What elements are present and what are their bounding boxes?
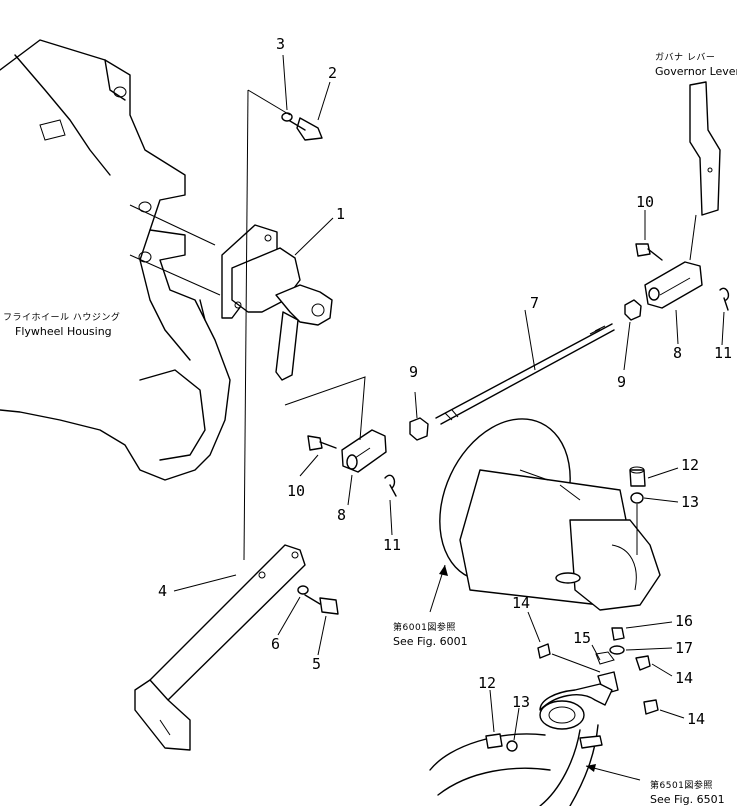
clevis-8-right [644,261,703,309]
cap-12-upper [629,466,646,487]
washer-3 [281,112,293,122]
bracket-4 [134,544,306,751]
leader-line [524,309,536,371]
elbow-14-left [527,611,601,673]
leader-line [247,89,291,116]
governor-lever-caption-jp: ガバナ レバー [655,53,716,63]
callout-9-left: 9 [409,363,419,381]
bracket-1 [221,224,333,381]
leader-line [173,574,237,592]
leader-line [282,54,288,111]
see-fig-6501-caption: 第6501図参照 See Fig. 6501 [650,780,725,806]
leader-line [284,376,366,441]
ref-arrow-6501 [585,764,641,781]
hydraulic-pump [439,418,661,611]
rod-7 [435,323,615,425]
flywheel-housing-caption-jp: フライホイール ハウジング [3,313,121,323]
callout-13-upper: 13 [681,493,700,511]
see-fig-6501-caption-en: See Fig. 6501 [650,793,725,806]
pin-11-right [719,287,730,311]
leader-line [347,474,353,506]
governor-lever [689,81,721,261]
callout-8-right: 8 [673,344,683,362]
see-fig-6501-caption-jp: 第6501図参照 [650,781,713,791]
callout-6: 6 [271,635,281,653]
callout-9-right: 9 [617,373,627,391]
cap-12-lower [485,733,503,749]
leader-line [647,467,679,479]
clevis-8-left [341,429,387,473]
see-fig-6001-caption: 第6001図参照 See Fig. 6001 [393,622,468,648]
suction-pipe [429,683,613,806]
see-fig-6001-caption-jp: 第6001図参照 [393,623,456,633]
nut-9-left [409,391,429,441]
callout-10-left: 10 [287,482,306,500]
callout-2: 2 [328,64,338,82]
callout-15: 15 [573,629,592,647]
pin-11-left [384,474,397,497]
leader-line [721,311,725,346]
callout-14-lower: 14 [687,710,706,728]
callout-12-upper: 12 [681,456,700,474]
leader-line [625,621,673,629]
leader-line [513,707,520,741]
callout-11-right: 11 [714,344,733,362]
callout-10-right: 10 [636,193,655,211]
bolt-2 [284,117,323,141]
callout-12-lower: 12 [478,674,497,692]
flywheel-housing-caption: フライホイール ハウジング Flywheel Housing [3,312,120,338]
callout-7: 7 [530,294,540,312]
callout-16: 16 [675,612,694,630]
leader-line [389,499,393,536]
callout-5: 5 [312,655,322,673]
callout-4: 4 [158,582,168,600]
governor-lever-caption-en: Governor Lever [655,65,737,78]
elbow-14-right [635,655,685,719]
callout-14-mid: 14 [675,669,694,687]
leader-line [243,89,249,561]
bolt-10-right [635,243,663,261]
ref-arrow-6001 [429,564,448,613]
fitting-13-lower [506,740,518,752]
bolt-10-left [307,435,337,451]
leader-line [625,647,673,651]
fitting-13-upper [630,492,644,555]
leader-line [591,644,601,661]
callout-3: 3 [276,35,286,53]
callout-13-lower: 13 [512,693,531,711]
leader-line [277,596,301,636]
callout-11-left: 11 [383,536,402,554]
governor-lever-caption: ガバナ レバー Governor Lever [655,52,737,78]
leader-line [317,615,327,656]
leader-line [675,309,679,345]
leader-line [294,217,334,256]
nut-9-right [623,299,642,371]
callout-8-left: 8 [337,506,347,524]
bolt-5 [304,594,339,615]
leader-line [489,689,495,733]
see-fig-6001-caption-en: See Fig. 6001 [393,635,468,648]
flywheel-housing-caption-en: Flywheel Housing [15,325,112,338]
callout-14-left: 14 [512,594,531,612]
flywheel-housing [0,39,231,481]
callout-17: 17 [675,639,694,657]
washer-6 [297,585,309,595]
leader-line [299,454,319,477]
callout-1: 1 [336,205,346,223]
leader-line [317,81,331,121]
leader-line [643,497,679,503]
